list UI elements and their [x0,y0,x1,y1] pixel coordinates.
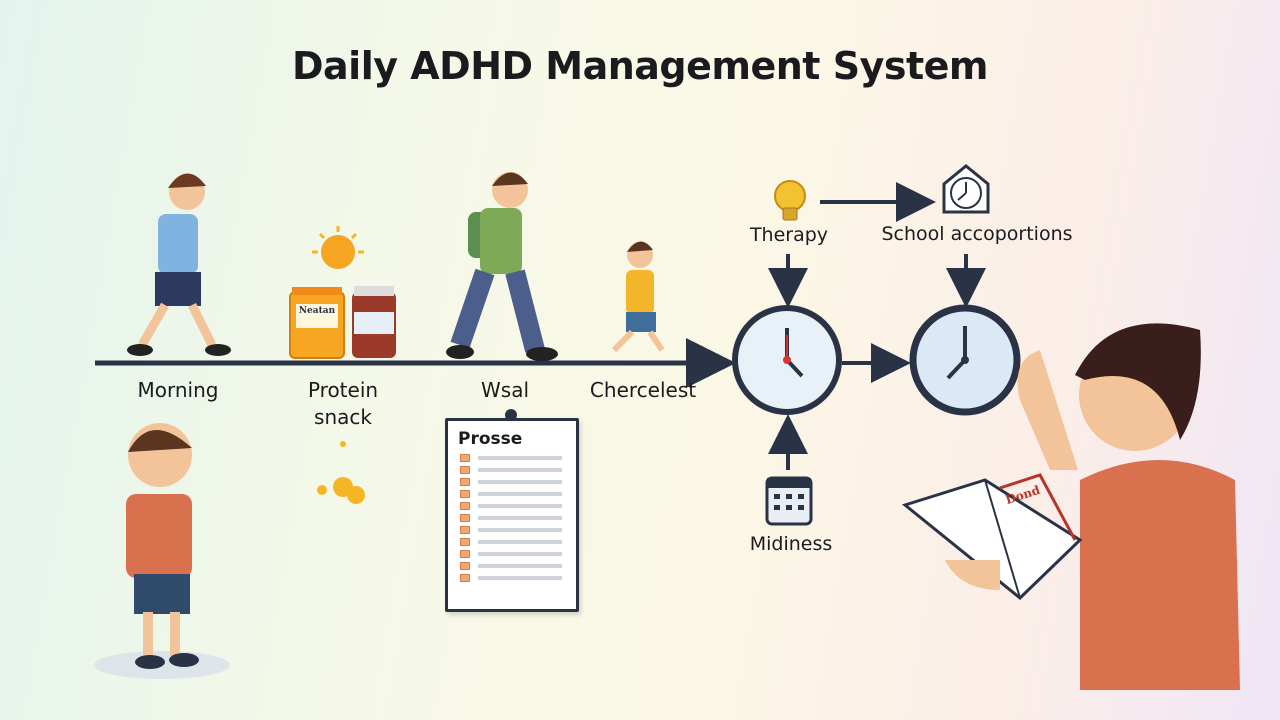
checklist-row [460,478,576,486]
checklist-title: Prosse [458,429,523,449]
checklist-row [460,490,576,498]
checkbox-icon [460,514,470,522]
checkbox-icon [460,538,470,546]
checkbox-icon [460,562,470,570]
walking-small-child [611,241,665,353]
checklist-row [460,466,576,474]
snack-dots [317,441,365,504]
checkbox-icon [460,454,470,462]
checklist-line [478,468,562,472]
sun-icon [312,226,364,269]
checkbox-icon [460,502,470,510]
checklist-row [460,454,576,462]
lightbulb-icon [774,180,806,221]
spread-jar [352,286,396,358]
pin-icon [505,409,517,421]
jar-label: Neatan [298,306,336,316]
label-midiness: Midiness [749,533,833,555]
checkbox-icon [460,478,470,486]
checklist-row [460,526,576,534]
standing-child [94,423,230,679]
checklist-row [460,502,576,510]
checklist-line [478,492,562,496]
protein-jar [289,287,345,359]
checklist-line [478,516,562,520]
checklist-rows [448,454,576,582]
checkbox-icon [460,574,470,582]
checklist-row [460,562,576,570]
step-label-line: snack [314,405,372,429]
checklist-row [460,514,576,522]
checklist-row [460,574,576,582]
step-label-morning: Morning [137,378,219,402]
checklist-line [478,504,562,508]
walking-child [127,173,231,356]
checklist-line [478,456,562,460]
checkbox-icon [460,550,470,558]
clock-icon [909,304,1021,416]
label-school: School accoportions [881,223,1073,245]
checkbox-icon [460,490,470,498]
step-label-line: Protein [307,378,379,402]
checklist-line [478,540,562,544]
clock-icon [732,305,842,415]
step-label-wsal: Wsal [480,378,530,402]
walking-teen [446,172,558,361]
house-clock-icon [942,164,990,214]
checkbox-icon [460,466,470,474]
step-label-protein: Protein snack [308,377,378,431]
checklist-card: Prosse [445,418,579,612]
calendar-icon [765,476,813,526]
step-label-chercelest: Chercelest [589,378,697,402]
checklist-line [478,528,562,532]
adult-reading [901,323,1240,690]
checklist-line [478,576,562,580]
label-therapy: Therapy [749,224,829,246]
checklist-line [478,564,562,568]
checklist-line [478,552,562,556]
checkbox-icon [460,526,470,534]
checklist-row [460,550,576,558]
checklist-row [460,538,576,546]
checklist-line [478,480,562,484]
page-title: Daily ADHD Management System [292,44,989,88]
